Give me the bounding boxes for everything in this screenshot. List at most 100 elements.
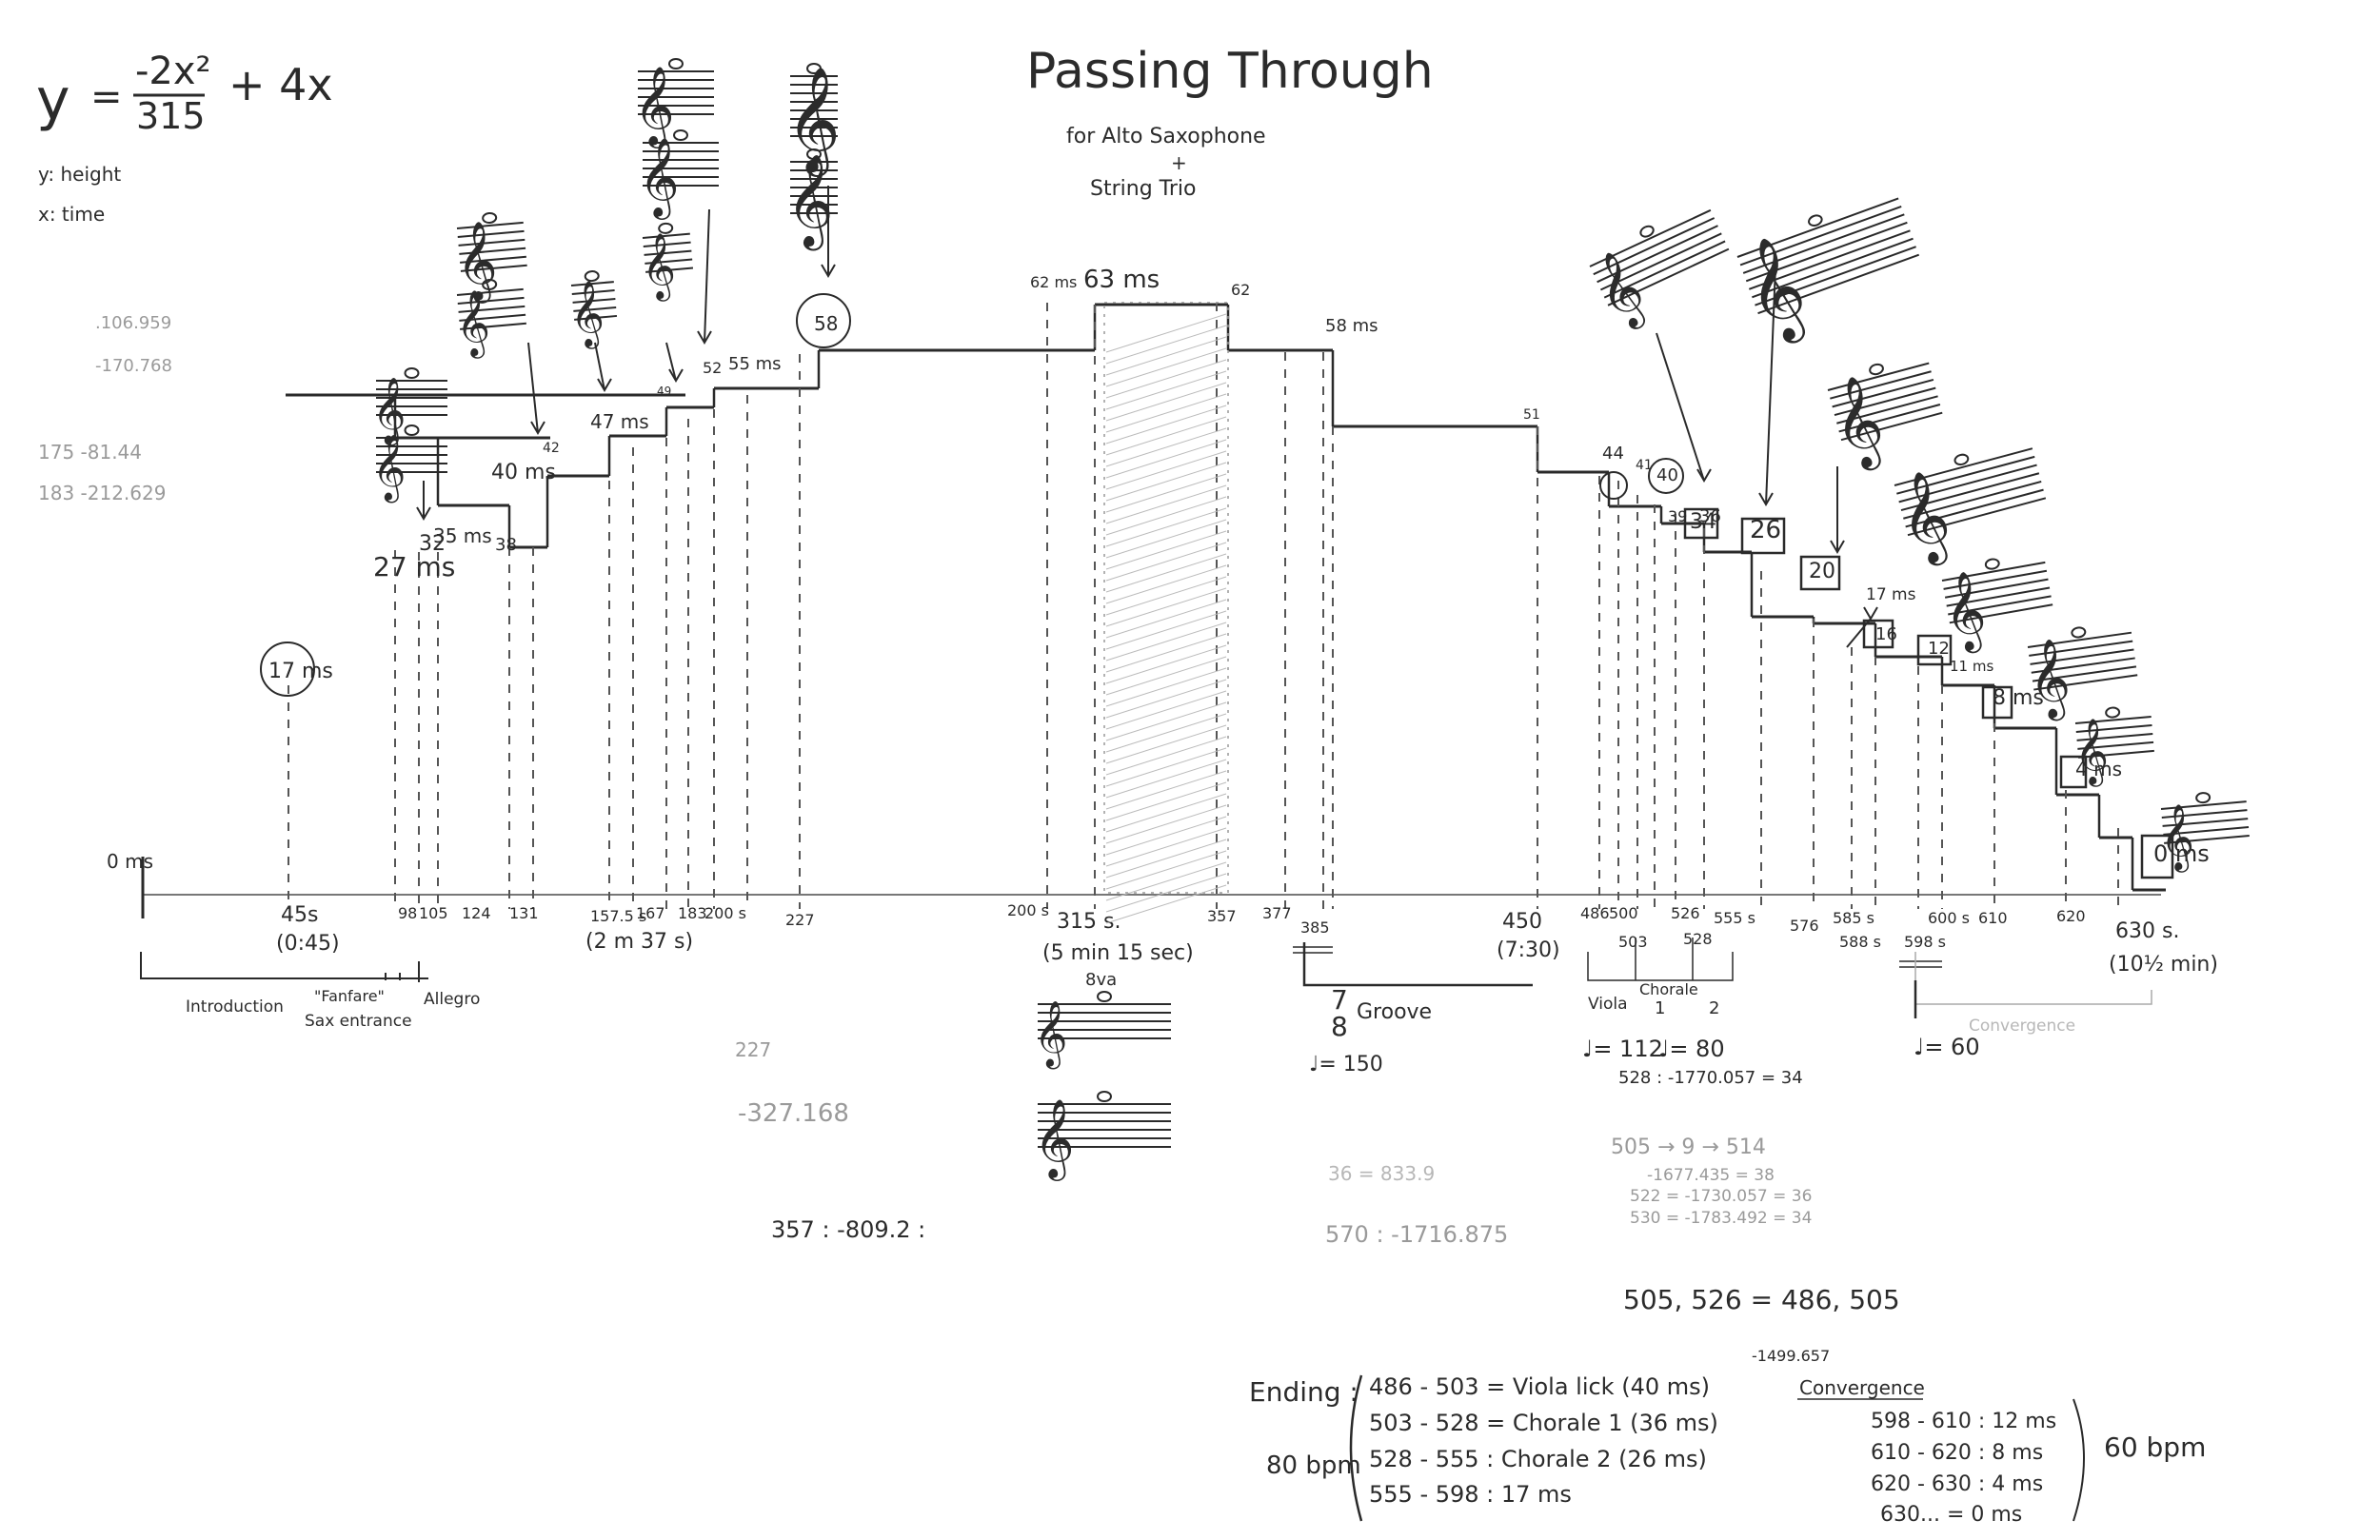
ending-row-2: 503 - 528 = Chorale 1 (36 ms) — [1369, 1410, 1718, 1436]
hatch-line — [1105, 427, 1227, 467]
calc-505-526: 505, 526 = 486, 505 — [1623, 1284, 1900, 1315]
ending-table: Ending : 80 bpm 486 - 503 = Viola lick (… — [1249, 1373, 1718, 1522]
time-axis: 0 ms — [107, 850, 2161, 918]
circle-mark — [796, 293, 851, 348]
hatch-line — [1105, 336, 1227, 376]
hatch-line — [1105, 804, 1227, 844]
section-brackets: Introduction "Fanfare" Sax entrance Alle… — [140, 938, 2152, 1076]
svg-text:𝄞: 𝄞 — [1034, 1097, 1075, 1181]
arrow — [1846, 606, 1878, 648]
convergence-brace — [2073, 1398, 2085, 1522]
section-allegro: Allegro — [424, 990, 480, 1009]
box-mark — [1862, 619, 1894, 649]
step-label: 58 — [814, 312, 838, 335]
hatch-line — [1105, 496, 1227, 536]
legend-y: y: height — [38, 163, 121, 186]
staff-sketch: 𝄞 — [786, 148, 838, 250]
side-note-1: .106.959 — [95, 313, 171, 333]
hatch-line — [1105, 861, 1227, 901]
step-label: 32 — [419, 532, 446, 556]
convergence-label: Convergence — [1799, 1376, 1925, 1399]
step-label: 58 ms — [1325, 316, 1378, 336]
tempo-60: ♩= 60 — [1914, 1034, 1980, 1060]
svg-text:𝄞: 𝄞 — [453, 288, 493, 360]
peak-hatching — [1105, 313, 1227, 924]
staff-sketch: 𝄞 — [1034, 991, 1171, 1069]
calc-227: 227 — [735, 1038, 771, 1061]
hatch-line — [1105, 701, 1227, 741]
time-label: 377 — [1262, 904, 1292, 922]
hatch-line — [1105, 713, 1227, 753]
arrow — [665, 342, 684, 383]
arrow — [1656, 332, 1712, 483]
svg-text:𝄞: 𝄞 — [372, 434, 406, 503]
staff-sketch: 𝄞 — [372, 424, 447, 503]
step-label: 41 — [1636, 458, 1653, 473]
step-label: 17 ms — [268, 660, 333, 683]
underline-mark — [1899, 960, 1942, 968]
calc-357: 357 : -809.2 : — [771, 1216, 925, 1243]
time-label: 45s — [281, 903, 318, 927]
hatch-line — [1105, 827, 1227, 867]
staff-sketch: 𝄞 — [2157, 792, 2250, 874]
convergence-table: Convergence 598 - 610 : 12 ms 610 - 620 … — [1797, 1376, 2206, 1527]
hatch-line — [1105, 690, 1227, 730]
calc-36: 36 = 833.9 — [1328, 1162, 1435, 1185]
time-label: 200 s — [704, 904, 746, 922]
hatch-line — [1105, 850, 1227, 890]
hatch-line — [1105, 781, 1227, 821]
subtitle-plus: + — [1171, 151, 1187, 174]
hatch-line — [1105, 724, 1227, 764]
hatch-line — [1105, 736, 1227, 776]
calc-1499: -1499.657 — [1752, 1347, 1830, 1365]
hatch-line — [1105, 747, 1227, 787]
staff-sketch: 𝄞 — [1583, 208, 1730, 338]
calc-570: 570 : -1716.875 — [1325, 1221, 1508, 1248]
hatch-line — [1105, 382, 1227, 422]
circle-mark — [1648, 458, 1684, 494]
calc-522: 522 = -1730.057 = 36 — [1630, 1187, 1812, 1206]
time-sublabel: (2 m 37 s) — [585, 930, 693, 954]
time-sublabel: (7:30) — [1497, 938, 1560, 962]
hatch-line — [1105, 644, 1227, 684]
hatch-line — [1105, 622, 1227, 661]
side-note-4: 183 -212.629 — [38, 482, 166, 504]
svg-text:𝄞: 𝄞 — [1822, 370, 1893, 476]
svg-text:𝄞: 𝄞 — [567, 279, 607, 350]
hatch-line — [1105, 473, 1227, 513]
formula-equals: = — [90, 75, 123, 119]
convergence-row-4: 630... = 0 ms — [1880, 1503, 2022, 1527]
time-label: 500 — [1609, 904, 1638, 922]
convergence-bpm: 60 bpm — [2104, 1431, 2206, 1463]
step-label: 38 — [495, 535, 517, 555]
hatch-line — [1105, 610, 1227, 650]
subtitle-line-2: String Trio — [1090, 177, 1196, 201]
hatch-line — [1105, 667, 1227, 707]
arrow — [416, 481, 431, 521]
section-fanfare: "Fanfare" — [314, 987, 385, 1005]
step-label: 52 — [703, 359, 722, 377]
hatch-line — [1105, 439, 1227, 479]
staff-sketches: 𝄞𝄞𝄞𝄞𝄞𝄞𝄞𝄞𝄞𝄞𝄞𝄞𝄞𝄞𝄞𝄞𝄞𝄞𝄞𝄞 — [372, 58, 2250, 1181]
formula-tail: + 4x — [228, 59, 333, 110]
hatch-line — [1105, 656, 1227, 696]
piece-title: Passing Through — [1026, 43, 1434, 100]
section-groove: Groove — [1357, 1000, 1432, 1024]
box-mark — [1740, 517, 1786, 555]
time-label: 588 s — [1839, 933, 1881, 951]
arrow — [1830, 466, 1845, 554]
hatch-line — [1105, 347, 1227, 387]
section-convergence: Convergence — [1969, 1017, 2075, 1036]
step-label: 44 — [1602, 444, 1624, 464]
hatch-line — [1105, 884, 1227, 924]
section-intro: Introduction — [186, 997, 284, 1017]
underline-mark — [1293, 946, 1333, 954]
step-label: 34 — [1690, 510, 1716, 534]
formula: y = -2x² 315 + 4x y: height x: time .106… — [36, 49, 333, 504]
time-label: 526 — [1671, 904, 1700, 922]
step-label: 39 — [1668, 507, 1687, 525]
staff-sketch: 𝄞 — [1730, 197, 1920, 353]
time-label: 124 — [462, 904, 491, 922]
step-label: 27 ms — [373, 551, 455, 582]
time-sublabel: (0:45) — [276, 932, 340, 956]
